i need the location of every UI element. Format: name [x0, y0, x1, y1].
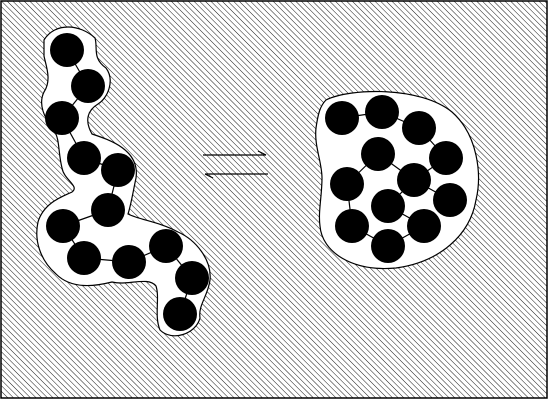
- monomer-bead: [433, 183, 467, 217]
- monomer-bead: [371, 229, 405, 263]
- monomer-bead: [163, 297, 197, 331]
- monomer-bead: [46, 209, 80, 243]
- monomer-bead: [335, 209, 369, 243]
- monomer-bead: [397, 163, 431, 197]
- monomer-bead: [91, 193, 125, 227]
- monomer-bead: [365, 95, 399, 129]
- monomer-bead: [67, 241, 101, 275]
- monomer-bead: [361, 137, 395, 171]
- monomer-bead: [407, 209, 441, 243]
- monomer-bead: [45, 101, 79, 135]
- monomer-bead: [149, 229, 183, 263]
- monomer-bead: [429, 141, 463, 175]
- monomer-bead: [50, 33, 84, 67]
- monomer-bead: [330, 167, 364, 201]
- monomer-bead: [325, 101, 359, 135]
- monomer-bead: [67, 141, 101, 175]
- collapsed-globule: [316, 91, 479, 268]
- monomer-bead: [71, 69, 105, 103]
- monomer-bead: [112, 245, 146, 279]
- monomer-bead: [371, 189, 405, 223]
- monomer-bead: [101, 153, 135, 187]
- monomer-bead: [402, 111, 436, 145]
- monomer-bead: [175, 261, 209, 295]
